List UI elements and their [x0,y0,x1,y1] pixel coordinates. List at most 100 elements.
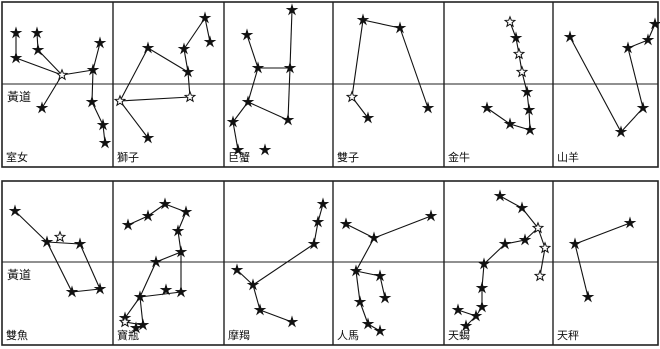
constellation-name: 山羊 [557,150,579,164]
star-marker [73,237,87,250]
constellation-name: 天秤 [557,329,579,342]
star-marker [475,281,489,294]
constellation-line [252,243,315,286]
constellation-name: 獅子 [117,150,139,164]
constellation-line [483,243,506,265]
star-marker [121,218,135,231]
constellation-line [61,69,94,76]
star-marker [367,231,381,244]
constellation-line [46,241,81,245]
constellation-line [46,241,73,293]
star-marker [251,61,265,74]
constellation-line [359,301,369,325]
star-marker [133,290,147,303]
star-marker [203,35,217,48]
star-marker [177,42,191,55]
star-marker [480,101,494,114]
star-marker [451,303,465,316]
star-marker [226,115,240,128]
star-marker [113,94,127,107]
star-marker [8,204,22,217]
star-marker [65,285,79,298]
star-marker [40,235,54,248]
star-marker [181,65,195,78]
star-marker [159,283,173,296]
constellation-line [574,243,589,298]
constellation-line [574,222,631,245]
constellation-line [345,223,375,239]
star-marker [258,143,272,156]
constellation-name: 摩羯 [228,328,250,342]
star-marker [253,303,267,316]
constellation-line [41,74,63,109]
star-marker [171,224,185,237]
star-marker [515,201,529,214]
constellation-line [79,243,101,290]
constellation-lines [14,9,656,332]
star-marker [373,324,387,337]
constellation-line [119,47,149,102]
star-marker [503,117,517,130]
star-marker [118,315,132,328]
constellation-line [139,261,157,298]
star-marker [231,143,245,156]
constellation-line [246,34,259,69]
star-marker [230,263,244,276]
star-marker [378,291,392,304]
star-marker [356,13,370,26]
constellation-line [362,19,401,29]
constellation-line [119,96,191,102]
ecliptic-label: 黃道 [7,90,31,104]
star-marker [9,51,23,64]
star-marker [563,30,577,43]
constellation-line [92,42,101,71]
row-frame [1,180,659,346]
star-marker [174,245,188,258]
star-marker [475,300,489,313]
star-marker [86,63,100,76]
constellation-line [37,49,63,76]
star-marker [339,217,353,230]
star-marker [361,317,375,330]
star-marker [179,205,193,218]
constellation-stars [8,3,660,337]
star-marker [636,101,650,114]
star-marker [459,319,473,332]
star-marker [353,295,367,308]
star-marker [421,101,435,114]
constellation-name: 金牛 [448,150,470,164]
star-marker [523,123,537,136]
constellation-line [373,215,432,239]
constellation-line [119,100,149,139]
constellation-line [287,67,291,121]
star-marker [198,11,212,24]
constellation-line [247,101,289,121]
constellation-name: 雙子 [337,151,359,164]
star-marker [568,237,582,250]
star-marker [35,101,49,114]
star-marker [614,125,628,138]
constellation-line [569,36,622,133]
constellation-line [232,121,239,151]
constellation-line [71,288,101,293]
star-marker [621,41,635,54]
star-marker [141,131,155,144]
constellation-line [14,210,48,243]
star-marker [30,26,44,39]
star-marker [498,237,512,250]
constellation-line [620,107,644,133]
star-marker [31,43,45,56]
constellation-line [252,284,261,311]
constellation-line [351,19,364,98]
constellation-line [183,17,206,50]
star-marker [538,241,552,254]
constellation-line [139,291,182,298]
star-marker [361,111,375,124]
star-marker [141,209,155,222]
constellation-line [539,247,546,277]
star-marker [424,209,438,222]
constellation-line [627,47,644,109]
star-marker [531,221,545,234]
star-marker [307,237,321,250]
